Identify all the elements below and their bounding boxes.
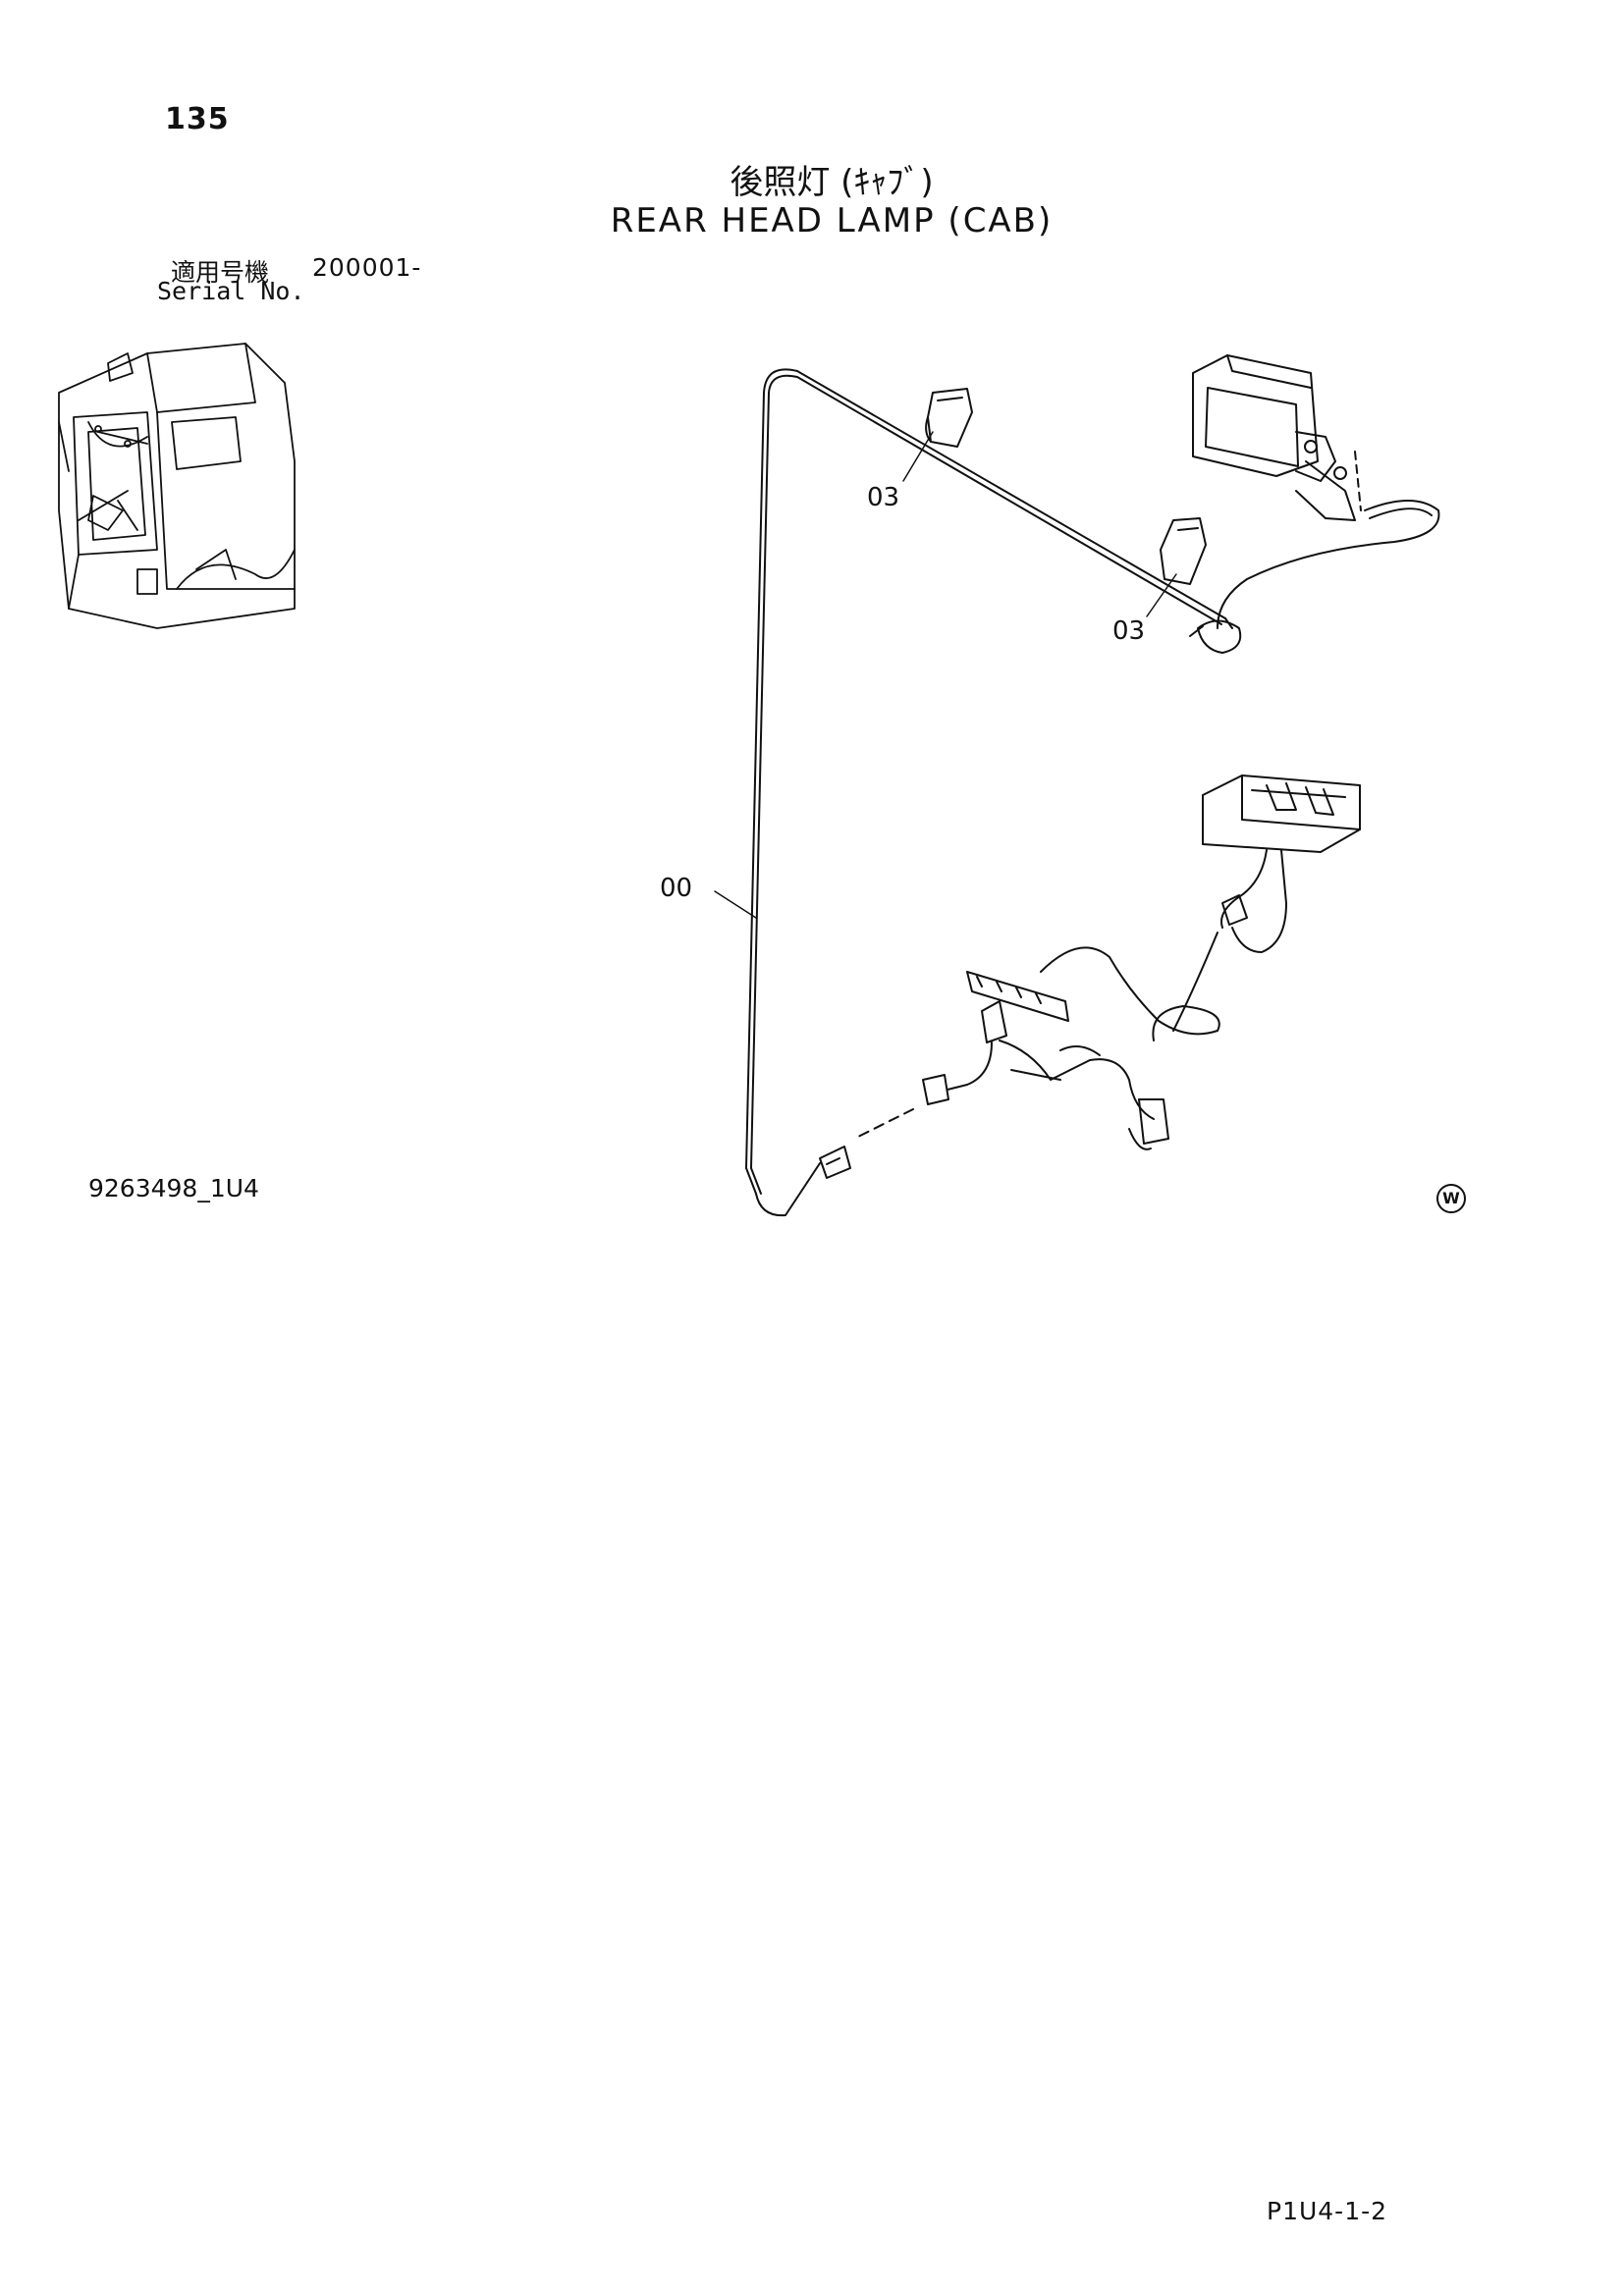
page-code: P1U4-1-2: [1267, 2197, 1388, 2225]
page-number: 135: [165, 102, 230, 136]
callout-harness-00: 00: [660, 874, 693, 903]
title-japanese: 後照灯 (ｷｬﾌﾞ): [730, 163, 934, 202]
lower-harness-cluster: [819, 946, 1220, 1179]
harness-00-drawing: [745, 368, 1233, 1217]
serial-label-japanese: 適用号機: [171, 258, 270, 287]
leader-lines: [714, 431, 1177, 919]
callout-clamp-03-upper: 03: [867, 483, 900, 512]
serial-label-english: Serial No.: [157, 277, 305, 305]
serial-number-value: 200001-: [312, 253, 422, 282]
cab-locator-sketch: [58, 343, 296, 629]
title-english: REAR HEAD LAMP (CAB): [610, 201, 1054, 240]
drawing-id: 9263498_1U4: [88, 1174, 259, 1202]
clamp-03-lower: [1160, 517, 1207, 585]
rear-lamp-assembly: [1189, 354, 1440, 654]
w-circle-mark: W: [1436, 1184, 1466, 1213]
callout-clamp-03-lower: 03: [1112, 616, 1146, 646]
clamp-03-upper: [925, 388, 973, 448]
switch-panel: [1172, 774, 1361, 1032]
